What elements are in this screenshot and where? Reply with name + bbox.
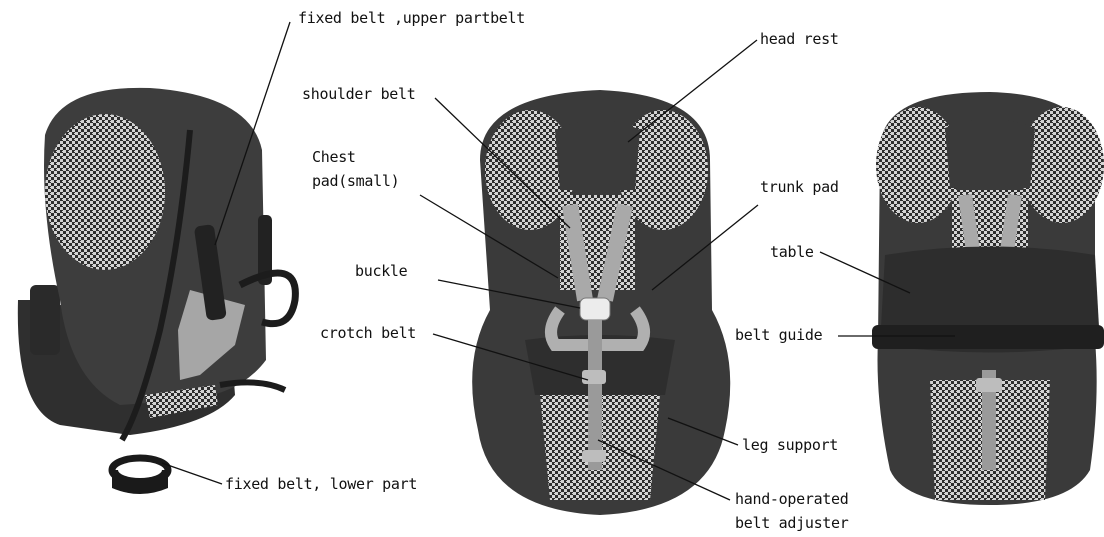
label-shoulder-belt: shoulder belt	[302, 85, 416, 104]
label-table: table	[770, 243, 814, 262]
label-fixed-belt-upper: fixed belt ,upper partbelt	[298, 9, 525, 28]
label-buckle: buckle	[355, 262, 407, 281]
seat-front-harness-view	[472, 90, 730, 515]
label-belt-guide: belt guide	[735, 326, 822, 345]
label-fixed-belt-lower: fixed belt, lower part	[225, 475, 417, 494]
seat-side-view	[18, 88, 296, 494]
label-trunk-pad: trunk pad	[760, 178, 839, 197]
label-leg-support: leg support	[742, 436, 838, 455]
label-head-rest: head rest	[760, 30, 839, 49]
label-crotch-belt: crotch belt	[320, 324, 416, 343]
label-chest-pad-line1: Chest	[312, 148, 356, 167]
label-chest-pad-line2: pad(small)	[312, 172, 399, 191]
leader-fixed-belt-lower	[162, 463, 222, 484]
label-hand-adjuster-line1: hand-operated	[735, 490, 849, 509]
label-hand-adjuster-line2: belt adjuster	[735, 514, 849, 533]
seat-front-table-view	[872, 92, 1104, 505]
